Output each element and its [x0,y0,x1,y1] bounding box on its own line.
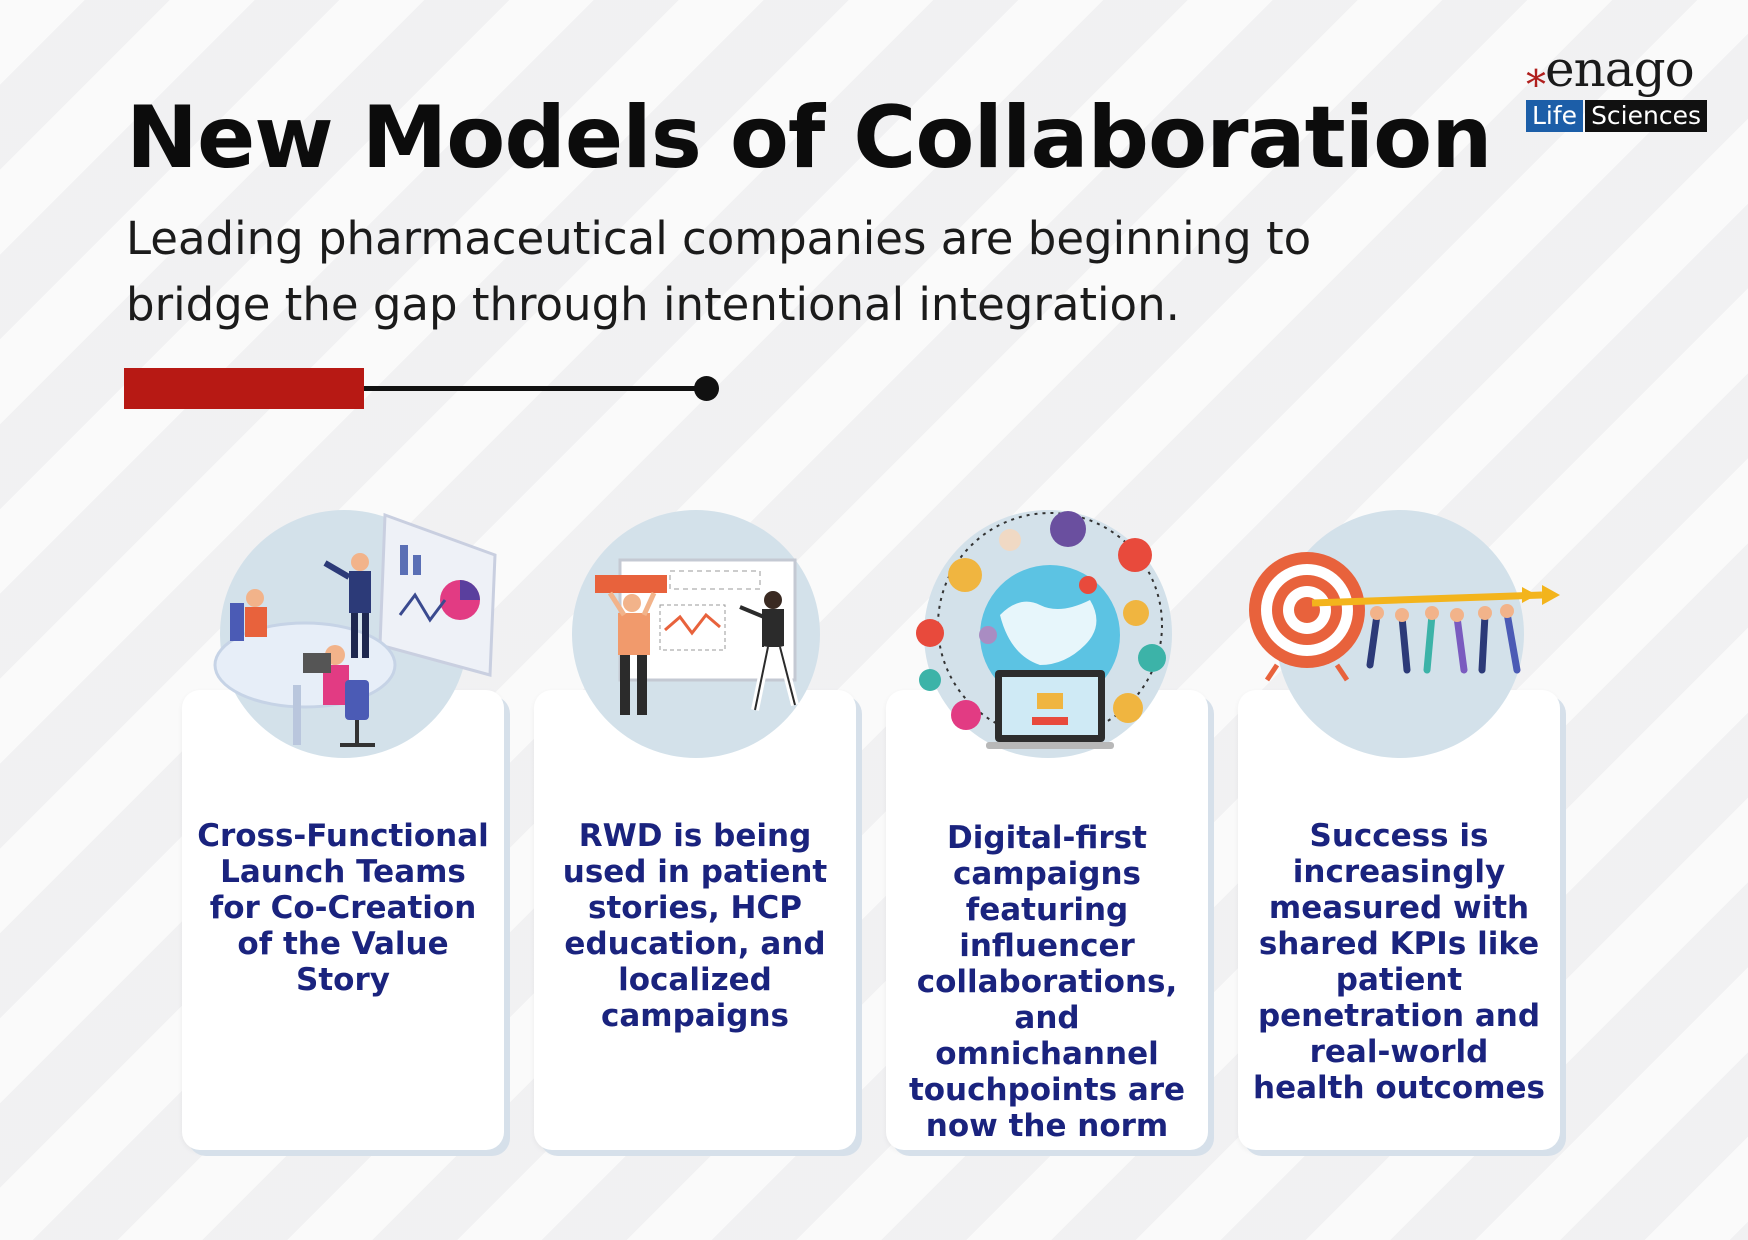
enago-logo: ⁎enago Life Sciences [1526,44,1716,132]
card-digital-first: Digital-first campaigns featuring influe… [886,690,1208,1150]
divider-line [364,386,706,391]
card-text: RWD is being used in patient stories, HC… [562,818,828,1034]
logo-tag: Life Sciences [1526,100,1716,132]
team-meeting-illustration-icon [213,512,497,747]
card-success-kpis: Success is increasingly measured with sh… [1238,690,1560,1150]
logo-tag-right: Sciences [1585,100,1707,132]
card-text: Success is increasingly measured with sh… [1253,818,1545,1106]
card-text: Digital-first campaigns featuring influe… [908,820,1186,1144]
card-rwd: RWD is being used in patient stories, HC… [534,690,856,1150]
presentation-board-illustration-icon [595,558,799,715]
divider-red-bar [124,368,364,409]
logo-brand: ⁎enago [1526,40,1695,98]
divider-dot [694,376,719,401]
logo-brand-word: enago [1545,40,1695,98]
logo-tag-left: Life [1526,100,1584,132]
target-team-illustration-icon [1249,552,1560,682]
page-subtitle: Leading pharmaceutical companies are beg… [126,212,1312,331]
page-title: New Models of Collaboration [126,88,1492,188]
card-text: Cross-Functional Launch Teams for Co-Cre… [197,818,489,998]
global-network-illustration-icon [916,511,1166,749]
card-cross-functional: Cross-Functional Launch Teams for Co-Cre… [182,690,504,1150]
